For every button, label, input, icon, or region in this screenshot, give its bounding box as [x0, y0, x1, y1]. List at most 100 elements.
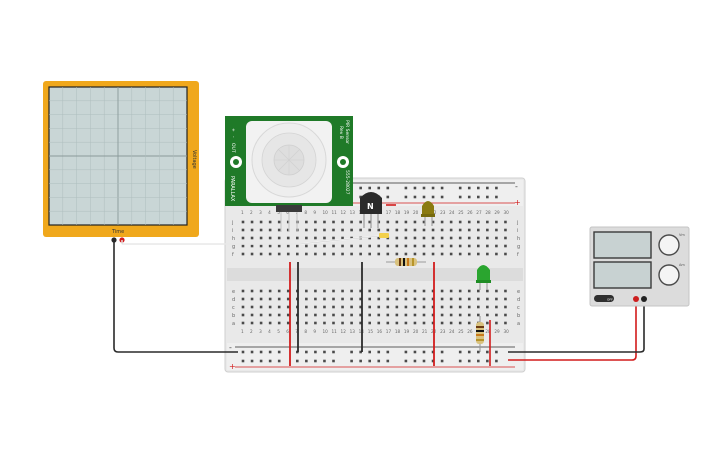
breadboard-hole[interactable]: [440, 195, 444, 199]
breadboard-hole[interactable]: [250, 228, 254, 232]
current-knob[interactable]: [658, 264, 680, 286]
breadboard-hole[interactable]: [259, 297, 263, 301]
breadboard-hole[interactable]: [323, 313, 326, 317]
breadboard-hole[interactable]: [250, 252, 254, 256]
breadboard-hole[interactable]: [305, 297, 308, 301]
breadboard-hole[interactable]: [250, 220, 254, 224]
breadboard-hole[interactable]: [440, 289, 444, 293]
breadboard-hole[interactable]: [504, 236, 507, 240]
breadboard-hole[interactable]: [241, 359, 245, 363]
breadboard-hole[interactable]: [458, 321, 462, 325]
breadboard-hole[interactable]: [467, 350, 471, 354]
breadboard-hole[interactable]: [477, 359, 480, 363]
breadboard-hole[interactable]: [332, 359, 335, 363]
breadboard-hole[interactable]: [241, 321, 245, 325]
breadboard-hole[interactable]: [404, 289, 408, 293]
breadboard-hole[interactable]: [341, 297, 344, 301]
breadboard-hole[interactable]: [368, 321, 371, 325]
breadboard-hole[interactable]: [413, 350, 417, 354]
breadboard-hole[interactable]: [386, 186, 390, 190]
breadboard-hole[interactable]: [377, 252, 381, 256]
breadboard-hole[interactable]: [296, 359, 299, 363]
breadboard-hole[interactable]: [440, 305, 444, 309]
breadboard-hole[interactable]: [404, 220, 408, 224]
breadboard-hole[interactable]: [458, 305, 462, 309]
breadboard-hole[interactable]: [250, 289, 254, 293]
breadboard-hole[interactable]: [268, 236, 272, 240]
breadboard-hole[interactable]: [431, 186, 435, 190]
breadboard-hole[interactable]: [431, 252, 435, 256]
breadboard-hole[interactable]: [314, 359, 317, 363]
breadboard-hole[interactable]: [368, 228, 371, 232]
breadboard-hole[interactable]: [332, 297, 335, 301]
breadboard-hole[interactable]: [259, 305, 263, 309]
breadboard-hole[interactable]: [386, 195, 390, 199]
breadboard-hole[interactable]: [341, 252, 344, 256]
breadboard-hole[interactable]: [314, 297, 317, 301]
breadboard-hole[interactable]: [386, 305, 390, 309]
breadboard-hole[interactable]: [431, 305, 435, 309]
breadboard-hole[interactable]: [296, 252, 299, 256]
breadboard-hole[interactable]: [440, 220, 444, 224]
breadboard-hole[interactable]: [486, 195, 489, 199]
breadboard-hole[interactable]: [458, 252, 462, 256]
breadboard-hole[interactable]: [350, 321, 353, 325]
breadboard-hole[interactable]: [431, 289, 435, 293]
breadboard-hole[interactable]: [359, 297, 362, 301]
breadboard-hole[interactable]: [386, 321, 390, 325]
breadboard-hole[interactable]: [268, 321, 272, 325]
breadboard-hole[interactable]: [458, 289, 462, 293]
breadboard-hole[interactable]: [422, 244, 426, 248]
breadboard-hole[interactable]: [495, 220, 498, 224]
breadboard-hole[interactable]: [305, 289, 308, 293]
wire-supply-positive[interactable]: [508, 300, 637, 361]
breadboard-hole[interactable]: [413, 236, 417, 240]
breadboard-hole[interactable]: [314, 236, 317, 240]
breadboard-hole[interactable]: [350, 244, 353, 248]
breadboard-hole[interactable]: [268, 220, 272, 224]
breadboard-hole[interactable]: [377, 244, 381, 248]
breadboard-hole[interactable]: [404, 252, 408, 256]
breadboard-hole[interactable]: [259, 350, 263, 354]
breadboard-hole[interactable]: [486, 305, 489, 309]
breadboard-hole[interactable]: [395, 220, 399, 224]
breadboard-hole[interactable]: [268, 244, 272, 248]
breadboard-hole[interactable]: [449, 289, 453, 293]
breadboard-hole[interactable]: [431, 236, 435, 240]
power-supply[interactable]: Vm Am OFF: [589, 226, 690, 307]
breadboard-hole[interactable]: [332, 244, 335, 248]
breadboard-hole[interactable]: [314, 313, 317, 317]
breadboard-hole[interactable]: [314, 228, 317, 232]
breadboard-hole[interactable]: [241, 297, 245, 301]
breadboard-hole[interactable]: [440, 186, 444, 190]
breadboard-hole[interactable]: [359, 244, 362, 248]
breadboard-hole[interactable]: [504, 220, 507, 224]
resistor-horizontal[interactable]: [386, 258, 426, 266]
breadboard-hole[interactable]: [431, 359, 435, 363]
breadboard-hole[interactable]: [377, 305, 381, 309]
breadboard-hole[interactable]: [305, 244, 308, 248]
breadboard-hole[interactable]: [504, 305, 507, 309]
breadboard-hole[interactable]: [323, 220, 326, 224]
breadboard-hole[interactable]: [286, 220, 290, 224]
breadboard-hole[interactable]: [241, 252, 245, 256]
breadboard-hole[interactable]: [413, 228, 417, 232]
breadboard-hole[interactable]: [305, 359, 308, 363]
breadboard-hole[interactable]: [341, 321, 344, 325]
breadboard-hole[interactable]: [504, 252, 507, 256]
breadboard-hole[interactable]: [495, 289, 498, 293]
breadboard-hole[interactable]: [368, 244, 371, 248]
breadboard-hole[interactable]: [259, 220, 263, 224]
breadboard-hole[interactable]: [413, 297, 417, 301]
voltage-knob[interactable]: [658, 234, 680, 256]
breadboard-hole[interactable]: [250, 321, 254, 325]
wire-supply-negative[interactable]: [508, 300, 645, 353]
breadboard-hole[interactable]: [277, 313, 281, 317]
breadboard-hole[interactable]: [368, 220, 371, 224]
breadboard-hole[interactable]: [467, 236, 471, 240]
breadboard-hole[interactable]: [377, 359, 381, 363]
breadboard-hole[interactable]: [277, 289, 281, 293]
breadboard-hole[interactable]: [458, 297, 462, 301]
breadboard-hole[interactable]: [305, 305, 308, 309]
